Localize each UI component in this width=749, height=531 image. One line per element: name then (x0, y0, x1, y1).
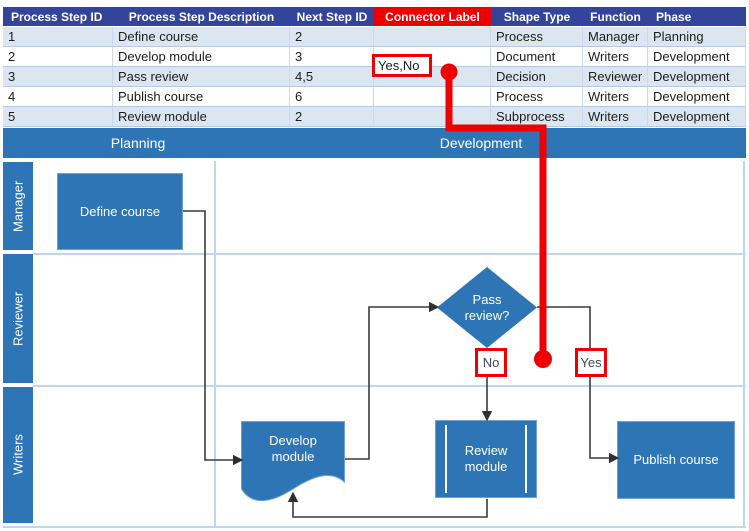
table-cell: Planning (648, 27, 746, 47)
diagram-bottom-border (3, 526, 746, 528)
table-cell: Writers (583, 87, 648, 107)
table-cell: 4 (3, 87, 113, 107)
subprocess-side-bar (525, 425, 527, 493)
table-cell: 2 (290, 27, 374, 47)
column-header-process-step-id: Process Step ID (3, 7, 113, 26)
lane-divider (33, 385, 746, 387)
table-cell: 2 (290, 107, 374, 127)
column-header-next-step-id: Next Step ID (290, 7, 374, 26)
table-cell: Decision (491, 67, 583, 87)
connector-label-yes[interactable]: Yes (575, 348, 607, 377)
table-cell: Process (491, 27, 583, 47)
table-cell: Pass review (113, 67, 290, 87)
connector-label-cell-highlight: Yes,No (372, 54, 432, 77)
table-cell: Development (648, 67, 746, 87)
phase-header-development: Development (216, 128, 746, 158)
subprocess-shape-review-module[interactable]: Review module (435, 420, 537, 498)
shape-label: Pass review? (464, 291, 510, 323)
column-header-shape-type: Shape Type (491, 7, 583, 26)
table-cell: Writers (583, 47, 648, 67)
table-cell: Define course (113, 27, 290, 47)
table-cell: Review module (113, 107, 290, 127)
subprocess-side-bar (445, 425, 447, 493)
shape-label: Develop module (269, 433, 317, 464)
table-cell: 3 (3, 67, 113, 87)
table-cell (374, 107, 491, 127)
table-cell: Development (648, 87, 746, 107)
column-header-connector-label-highlighted: Connector Label (374, 7, 491, 26)
phase-divider (214, 161, 216, 526)
column-header-phase: Phase (648, 7, 746, 26)
process-shape-define-course[interactable]: Define course (57, 173, 183, 250)
table-cell: 6 (290, 87, 374, 107)
table-cell: 5 (3, 107, 113, 127)
table-cell: Document (491, 47, 583, 67)
table-cell: 3 (290, 47, 374, 67)
table-cell: Development (648, 47, 746, 67)
table-cell: Develop module (113, 47, 290, 67)
phase-header-planning: Planning (3, 128, 243, 158)
process-map-table: Process Step ID Process Step Description… (3, 7, 746, 127)
decision-shape-pass-review[interactable]: Pass review? (437, 267, 537, 348)
table-cell: 2 (3, 47, 113, 67)
column-header-function: Function (583, 7, 648, 26)
lane-label-manager: Manager (3, 162, 33, 250)
process-shape-publish-course[interactable]: Publish course (617, 421, 735, 499)
table-cell: Reviewer (583, 67, 648, 87)
table-cell: Writers (583, 107, 648, 127)
table-cell: Process (491, 87, 583, 107)
table-cell: 4,5 (290, 67, 374, 87)
document-shape-develop-module[interactable] (241, 421, 345, 507)
diagram-right-border (743, 161, 745, 526)
shape-label: Define course (79, 203, 161, 219)
table-cell: 1 (3, 27, 113, 47)
column-header-process-step-description: Process Step Description (113, 7, 290, 26)
table-cell (374, 27, 491, 47)
shape-label: Review module (464, 443, 508, 474)
table-cell: Development (648, 107, 746, 127)
connector-label-no[interactable]: No (475, 348, 507, 377)
table-cell: Manager (583, 27, 648, 47)
swimlane-flowchart: Planning Development Manager Reviewer Wr… (3, 128, 746, 531)
document-shape-outline (241, 421, 345, 502)
shape-label: Publish course (633, 452, 719, 467)
lane-label-writers: Writers (3, 387, 33, 523)
table-cell: Publish course (113, 87, 290, 107)
lane-divider (33, 253, 746, 255)
table-cell: Subprocess (491, 107, 583, 127)
table-cell (374, 87, 491, 107)
lane-label-reviewer: Reviewer (3, 254, 33, 383)
